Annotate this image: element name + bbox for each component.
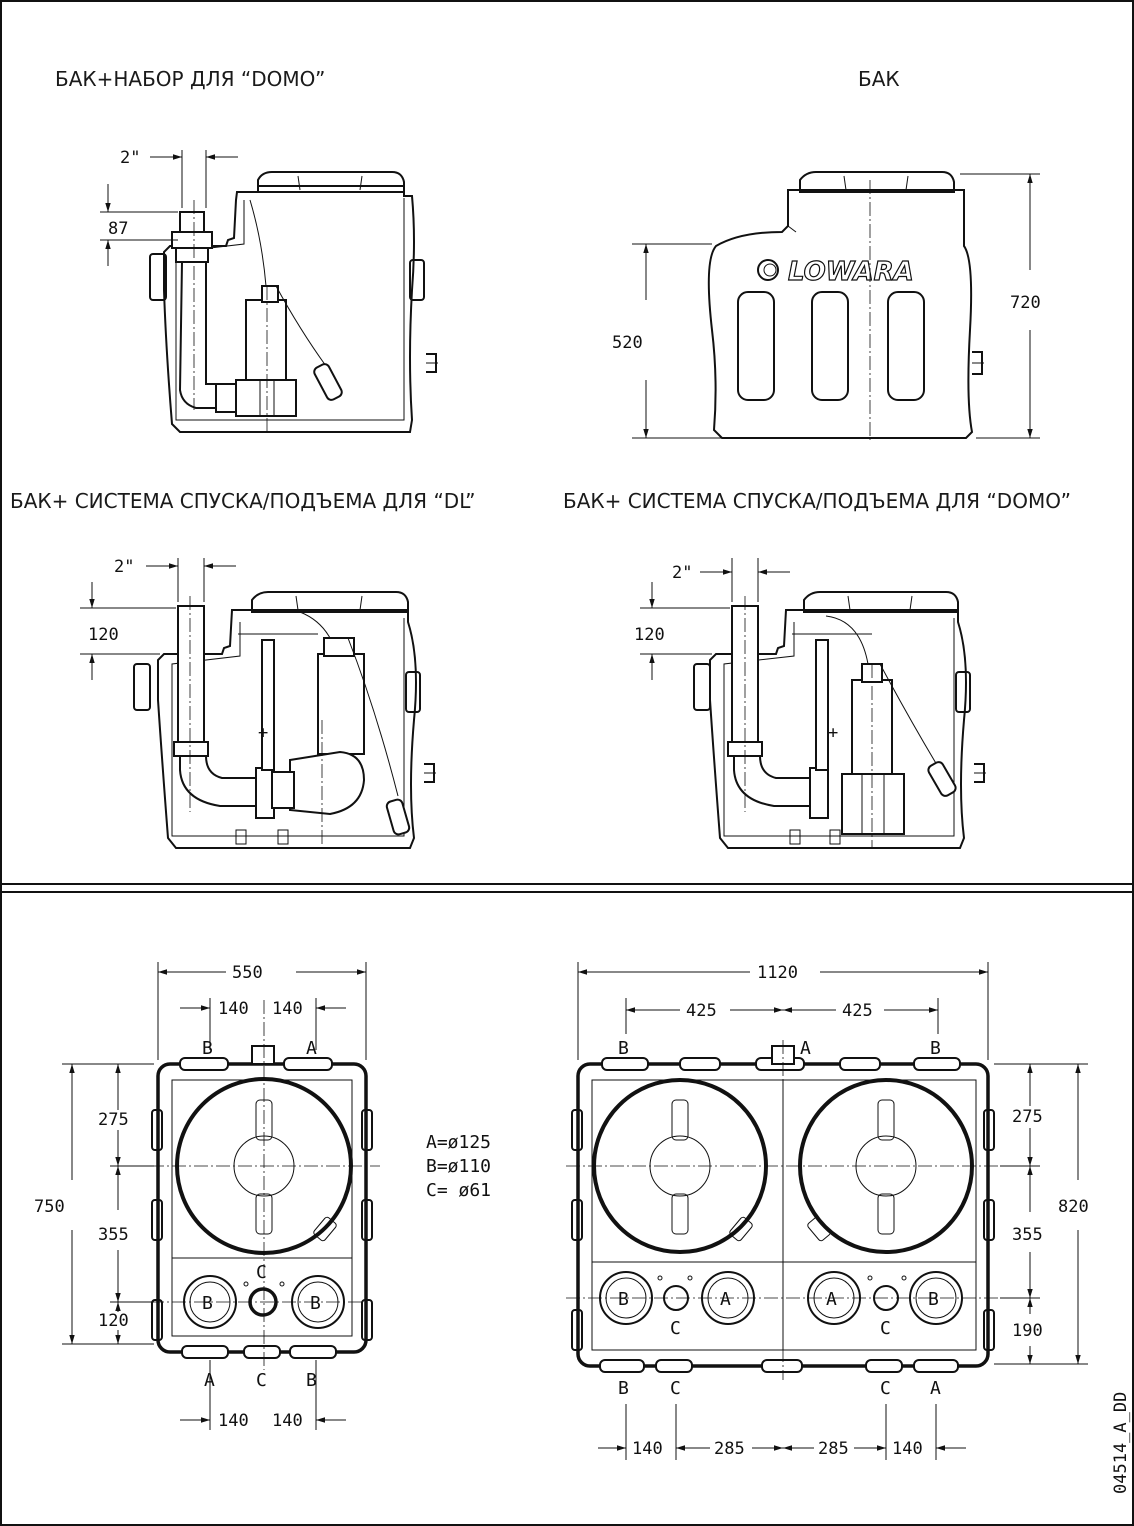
port-label: B	[618, 1289, 629, 1310]
port-label: A	[306, 1038, 317, 1059]
dim-h2: 720	[1010, 293, 1041, 313]
port-label: C	[880, 1318, 891, 1339]
view-kit-domo: 2" 87	[100, 148, 438, 433]
legend-a: A=ø125	[426, 1132, 491, 1153]
dim-right: 425	[842, 1001, 873, 1021]
dim-h2: 355	[98, 1225, 129, 1245]
port-label: A	[930, 1378, 941, 1399]
plan-single-tank: B C B B A A C B 550 140 140 140 140	[34, 962, 380, 1431]
port-label: B	[928, 1289, 939, 1310]
dim-h1: 275	[98, 1110, 129, 1130]
port-label: B	[618, 1038, 629, 1059]
dim-total-height: 820	[1058, 1197, 1089, 1217]
port-diameter-legend: A=ø125 B=ø110 C= ø61	[426, 1132, 491, 1201]
title-tank: БАК	[858, 67, 900, 91]
dim-b1: 140	[632, 1439, 663, 1459]
dim-h3: 120	[98, 1311, 129, 1331]
legend-c: C= ø61	[426, 1180, 491, 1201]
dim-pipe: 2"	[114, 557, 134, 577]
dim-total-height: 750	[34, 1197, 65, 1217]
port-label: B	[310, 1293, 321, 1314]
dim-b2: 285	[714, 1439, 745, 1459]
port-label: B	[306, 1370, 317, 1391]
view-tank: LOWARA 520 720	[612, 171, 1041, 440]
svg-text:+: +	[828, 723, 838, 743]
port-label: C	[256, 1370, 267, 1391]
port-label: A	[800, 1038, 811, 1059]
dim-height: 87	[108, 219, 128, 239]
dim-height: 120	[634, 625, 665, 645]
dim-offset: 140	[218, 1411, 249, 1431]
dim-left: 425	[686, 1001, 717, 1021]
dim-offset: 140	[218, 999, 249, 1019]
dim-b3: 285	[818, 1439, 849, 1459]
dim-pipe: 2"	[672, 563, 692, 583]
dim-width: 550	[232, 963, 263, 983]
title-lift-dl: БАК+ СИСТЕМА СПУСКА/ПОДЪЕМА ДЛЯ “DL”	[10, 489, 475, 513]
view-lift-domo: + 2" 120	[634, 558, 986, 849]
port-label: A	[720, 1289, 731, 1310]
plan-double-tank: B C A A C B B A B B C C A 1120 425 425	[566, 962, 1089, 1460]
dim-offset: 140	[272, 999, 303, 1019]
port-label: C	[880, 1378, 891, 1399]
title-kit-domo: БАК+НАБОР ДЛЯ “DOMO”	[55, 67, 325, 91]
title-lift-domo: БАК+ СИСТЕМА СПУСКА/ПОДЪЕМА ДЛЯ “DOMO”	[563, 489, 1071, 513]
svg-text:+: +	[258, 723, 268, 743]
brand-logo-text: LOWARA	[788, 257, 914, 287]
dim-b4: 140	[892, 1439, 923, 1459]
dim-h3: 190	[1012, 1321, 1043, 1341]
dim-h1: 520	[612, 333, 643, 353]
view-lift-dl: + 2" 120	[80, 557, 436, 849]
port-label: C	[256, 1262, 267, 1283]
dim-h1: 275	[1012, 1107, 1043, 1127]
dim-pipe: 2"	[120, 148, 140, 168]
dim-h2: 355	[1012, 1225, 1043, 1245]
dim-offset: 140	[272, 1411, 303, 1431]
legend-b: B=ø110	[426, 1156, 491, 1177]
port-label: B	[202, 1038, 213, 1059]
port-label: B	[930, 1038, 941, 1059]
drawing-code: 04514_A_DD	[1111, 1392, 1131, 1494]
port-label: C	[670, 1378, 681, 1399]
dim-height: 120	[88, 625, 119, 645]
dim-width: 1120	[757, 963, 798, 983]
port-label: A	[826, 1289, 837, 1310]
port-label: C	[670, 1318, 681, 1339]
port-label: B	[202, 1293, 213, 1314]
port-label: B	[618, 1378, 629, 1399]
